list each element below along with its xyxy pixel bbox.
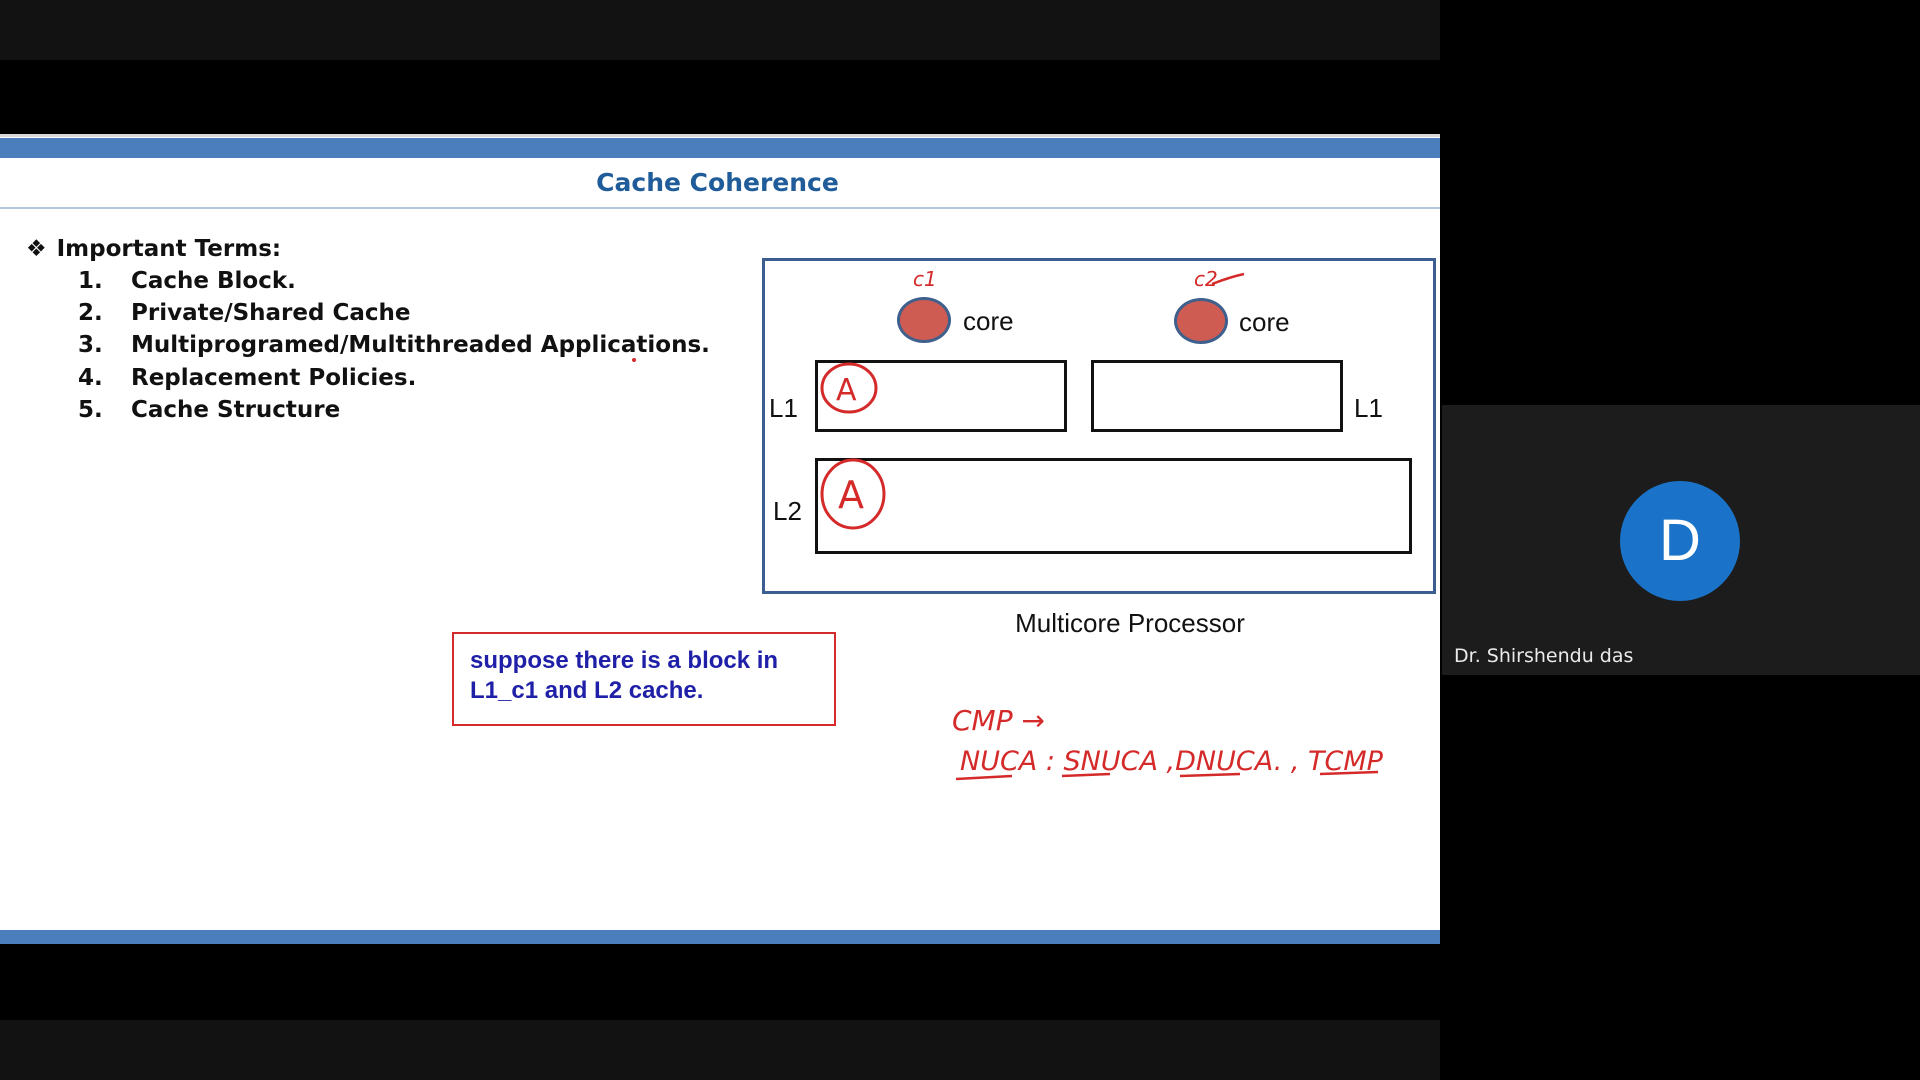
core-c1-dot <box>897 297 951 343</box>
l2-cache-box <box>815 458 1412 554</box>
term-text: Multiprogramed/Multithreaded Application… <box>131 332 710 358</box>
diamond-bullet-icon: ❖ <box>26 236 47 262</box>
l1-right-label: L1 <box>1354 393 1383 423</box>
presentation-slide: Cache Coherence ❖ Important Terms: 1. Cac… <box>0 134 1440 944</box>
handwritten-nuca-note: NUCA : SNUCA ,DNUCA. , TCMP <box>960 746 1384 777</box>
participant-video-tile[interactable]: D Dr. Shirshendu das <box>1442 405 1920 675</box>
slide-top-band <box>0 138 1440 158</box>
title-divider <box>0 207 1440 209</box>
term-text: Private/Shared Cache <box>131 300 411 326</box>
term-number: 1. <box>78 268 103 294</box>
l2-label: L2 <box>773 496 802 526</box>
annotation-dot <box>632 358 636 362</box>
callout-box: suppose there is a block in L1_c1 and L2… <box>452 632 836 726</box>
callout-text: suppose there is a block in L1_c1 and L2… <box>470 647 779 704</box>
terms-heading-text: Important Terms: <box>56 236 282 262</box>
core-c2-dot <box>1174 298 1228 344</box>
l1-left-label: L1 <box>769 393 798 423</box>
term-text: Cache Block. <box>131 268 296 294</box>
term-text: Cache Structure <box>131 397 341 423</box>
screen-share-top-bar <box>0 0 1440 60</box>
slide-title: Cache Coherence <box>596 168 839 197</box>
core-c2-label: core <box>1239 307 1290 337</box>
diagram-caption: Multicore Processor <box>1015 608 1245 638</box>
term-number: 5. <box>78 397 103 423</box>
nuca-underline-strokes <box>955 770 1379 781</box>
term-number: 3. <box>78 332 103 358</box>
participant-name: Dr. Shirshendu das <box>1454 645 1634 667</box>
participant-avatar: D <box>1620 481 1740 601</box>
l1-c2-cache-box <box>1091 360 1343 432</box>
term-number: 2. <box>78 300 103 326</box>
core-c1-label: core <box>963 306 1014 336</box>
term-number: 4. <box>78 365 103 391</box>
multicore-diagram-frame <box>762 258 1436 594</box>
terms-heading: ❖ Important Terms: <box>26 236 281 262</box>
screen-share-bottom-bar <box>0 1020 1440 1080</box>
handwritten-cmp-note: CMP → <box>952 704 1045 737</box>
slide-bottom-band <box>0 930 1440 944</box>
term-text: Replacement Policies. <box>131 365 417 391</box>
l1-c1-cache-box <box>815 360 1067 432</box>
slide-top-edge <box>0 134 1440 137</box>
